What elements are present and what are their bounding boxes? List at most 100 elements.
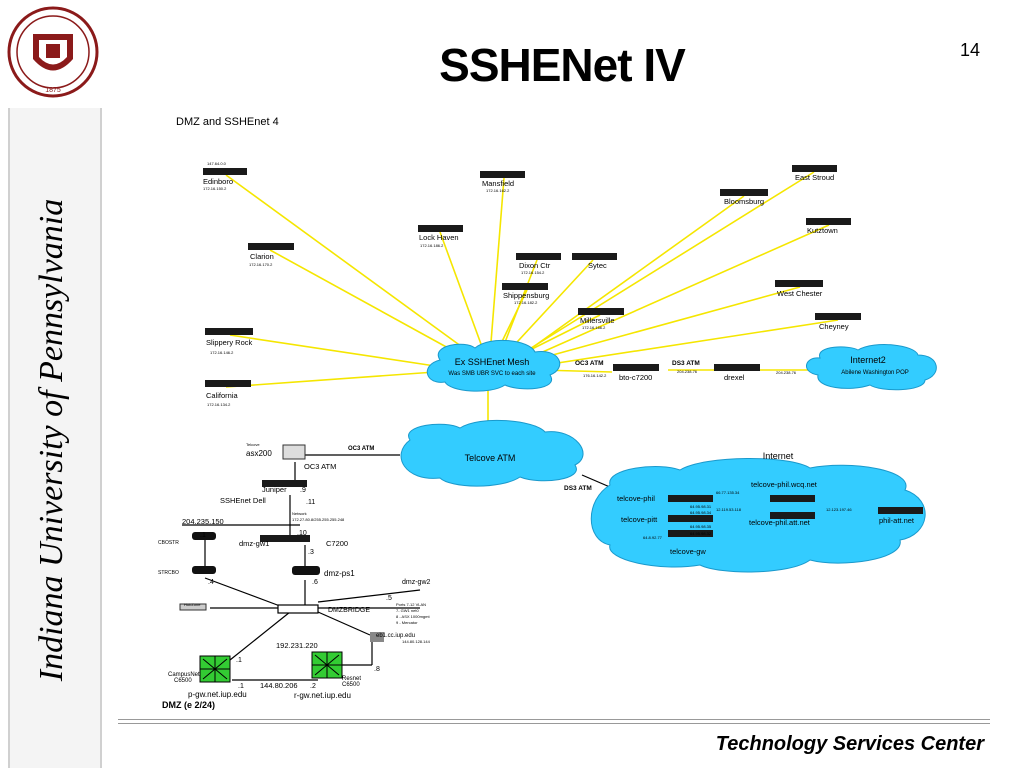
- dmz-dell: SSHEnet Dell: [220, 496, 266, 505]
- telcove-atm-cloud: Telcove ATM: [400, 419, 584, 487]
- dmz-oc3: OC3 ATM: [304, 462, 336, 471]
- dmz-d11: .11: [306, 499, 315, 506]
- core-ds3-atm: DS3 ATM: [564, 485, 592, 492]
- dmz-telcove: Telcove: [246, 442, 260, 447]
- dmz-d1c: .1: [238, 683, 244, 690]
- dmz-bridge: DMZBRIDGE: [328, 607, 370, 614]
- dmz-router: eb1.cc.iup.edu: [376, 633, 415, 639]
- site-cheyney: Cheyney: [819, 322, 849, 331]
- core-att: telcove-phil.att.net: [749, 518, 811, 527]
- dmz-oc3-atm-top: OC3 ATM: [348, 446, 374, 452]
- dmz-campus: CampusNet: [168, 672, 200, 678]
- sidebar: 1875 Indiana University of Pennsylvania: [0, 0, 106, 768]
- dmz-labels: Telcove asx200 OC3 ATM OC3 ATM Juniper .…: [158, 442, 431, 710]
- core-gw: telcove-gw: [670, 547, 706, 556]
- slide-title: SSHENet IV: [439, 39, 686, 91]
- footer-rule: [118, 719, 990, 724]
- core-ip-3: 12.119.53.118: [716, 507, 742, 512]
- core-phil-att: phil-att.net: [879, 516, 915, 525]
- university-seal-icon: 1875: [7, 6, 99, 98]
- internet-label: Internet: [763, 451, 794, 461]
- dmz-ip150: 204.235.150: [182, 517, 224, 526]
- dmz-net192: 192.231.220: [276, 641, 318, 650]
- site-california: California: [206, 391, 239, 400]
- slide-number: 14: [960, 40, 981, 60]
- dmz-resnet-model: C6500: [342, 682, 360, 688]
- core-ip-5: 64.95.98.35: [690, 524, 712, 529]
- dmz-gw2: dmz-gw2: [402, 579, 431, 586]
- core-ip-6: 64.95.98.32: [690, 531, 712, 536]
- internet2-sub: Abilene Washington POP: [841, 370, 908, 376]
- site-lock-haven: Lock Haven: [419, 233, 459, 242]
- dmz-d9: .9: [300, 487, 306, 494]
- site-mansfield-ip: 172.16.162.2: [486, 188, 510, 193]
- site-mansfield: Mansfield: [482, 179, 514, 188]
- site-lock-haven-ip: 172.16.186.2: [420, 243, 444, 248]
- site-shippensburg: Shippensburg: [503, 291, 549, 300]
- site-slippery-rock-ip: 172.16.146.2: [210, 350, 234, 355]
- site-millersville-ip: 172.16.166.2: [582, 325, 606, 330]
- dmz-port-1: 7- GW1 net0: [396, 608, 419, 613]
- dmz-label: DMZ (e 2/24): [162, 700, 215, 710]
- site-california-ip: 172.16.134.2: [207, 402, 231, 407]
- site-clarion: Clarion: [250, 252, 274, 261]
- dmz-campus-model: C6500: [174, 678, 192, 684]
- dmz-ps1: dmz-ps1: [324, 569, 355, 578]
- footer-text: Technology Services Center: [715, 733, 984, 755]
- dmz-pgw: p-gw.net.iup.edu: [188, 690, 247, 699]
- core-phil: telcove-phil: [617, 494, 655, 503]
- router-devices: [179, 165, 923, 683]
- dmz-net144: 144.80.206: [260, 681, 298, 690]
- dmz-d10: .10: [297, 530, 307, 537]
- core-ds3-top: DS3 ATM: [672, 360, 700, 367]
- mesh-cloud: Ex SSHEnet Mesh Was SMB UBR SVC to each …: [427, 339, 561, 392]
- core-ip-1: 64.95.98.31: [690, 504, 712, 509]
- mesh-sub: Was SMB UBR SVC to each site: [448, 371, 536, 377]
- core-ip-204a: 204.238.76: [677, 369, 698, 374]
- site-edinboro-ip: 172.16.150.2: [203, 186, 227, 191]
- dmz-port-2: 8 - ASX 1000mgmt: [396, 614, 430, 619]
- core-ip-204b: 204.238.76: [776, 370, 797, 375]
- telcove-atm-label: Telcove ATM: [465, 453, 516, 463]
- dmz-port-3: 9 - Mercator: [396, 620, 418, 625]
- site-west-chester: West Chester: [777, 289, 823, 298]
- core-bto-ip: 176.16.142.2: [583, 373, 607, 378]
- dmz-cbostr: CBOSTR: [158, 540, 179, 546]
- seal-year: 1875: [45, 87, 61, 94]
- mesh-label: Ex SSHEnet Mesh: [455, 357, 530, 367]
- dmz-c7200: C7200: [326, 539, 348, 548]
- sidebar-bar: [8, 108, 102, 768]
- core-ip-4: 12.123.197.46: [826, 507, 852, 512]
- core-ip-2: 64.95.98.34: [690, 510, 712, 515]
- dmz-d3: .3: [308, 549, 314, 556]
- internet2-label: Internet2: [850, 355, 886, 365]
- site-millersville: Millersville: [580, 316, 615, 325]
- dmz-d1a: .1: [200, 532, 206, 539]
- dmz-d1b: .1: [236, 657, 242, 664]
- dmz-router-ip: 144.80.128.144: [402, 639, 431, 644]
- site-east-stroud: East Stroud: [795, 173, 834, 182]
- dmz-gw1: dmz-gw1: [239, 539, 269, 548]
- site-kutztown: Kutztown: [807, 226, 838, 235]
- dmz-d5: .5: [386, 595, 392, 602]
- dmz-d4: .4: [208, 579, 214, 586]
- dmz-d8: .8: [374, 666, 380, 673]
- core-phil-top: telcove-phil.wcq.net: [751, 480, 818, 489]
- site-shippensburg-ip: 172.16.182.2: [514, 300, 538, 305]
- site-slippery-rock: Slippery Rock: [206, 338, 253, 347]
- site-bloomsburg: Bloomsburg: [724, 197, 764, 206]
- dmz-d2b: .2: [310, 683, 316, 690]
- dmz-juniper: Juniper: [262, 485, 287, 494]
- mesh-links: [225, 171, 839, 430]
- site-clarion-ip: 172.16.170.2: [249, 262, 273, 267]
- core-drexel: drexel: [724, 373, 745, 382]
- dmz-resnet: Resnet: [342, 676, 361, 682]
- core-labels: OC3 ATM DS3 ATM 176.16.142.2 bto-c7200 2…: [564, 360, 915, 556]
- site-dixon-ctr: Dixon Ctr: [519, 261, 551, 270]
- core-bto-name: bto-c7200: [619, 373, 652, 382]
- dmz-d6: .6: [312, 579, 318, 586]
- dmz-port-0: Ports 7-12 VLAN: [396, 602, 426, 607]
- site-edinboro: Edinboro: [203, 177, 233, 186]
- internet-cloud: Internet: [590, 451, 926, 573]
